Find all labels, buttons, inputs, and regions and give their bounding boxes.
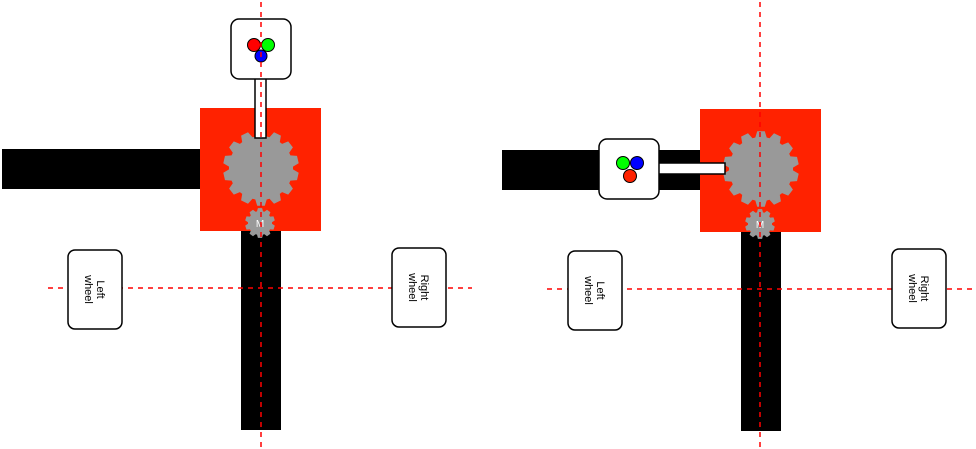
- rgb-sensor-box: [230, 18, 292, 80]
- diagram-left: M Left wheel Right wheel: [2, 2, 472, 447]
- right-wheel-label-line1: Right: [918, 276, 930, 302]
- diagram-right: M Left wheel Right wheel: [502, 2, 974, 447]
- left-wheel-label-line2: wheel: [582, 275, 594, 305]
- motor-gear-icon: [245, 208, 275, 238]
- gear-icon: [723, 131, 799, 207]
- left-wheel-label-line1: Left: [94, 280, 106, 298]
- motor-gear-shape: [245, 208, 275, 238]
- left-wheel-label-line2: wheel: [82, 274, 94, 304]
- right-wheel: Right wheel: [391, 247, 447, 328]
- sensor-arm: [655, 162, 726, 175]
- gear-icon: [223, 130, 299, 206]
- rgb-led-icon: [247, 38, 275, 63]
- left-wheel-label-line1: Left: [594, 281, 606, 299]
- gear-shape: [723, 131, 799, 207]
- left-wheel: Left wheel: [567, 250, 623, 331]
- rgb-led-icon: [616, 156, 644, 183]
- horizontal-beam: [2, 149, 222, 189]
- right-wheel-label-line2: wheel: [906, 273, 918, 303]
- right-wheel-label-line1: Right: [418, 275, 430, 301]
- rgb-sensor-box: [598, 138, 660, 200]
- right-wheel: Right wheel: [891, 248, 947, 329]
- left-wheel: Left wheel: [67, 249, 123, 330]
- motor-label: M: [256, 219, 264, 230]
- right-wheel-label-line2: wheel: [406, 272, 418, 302]
- vertical-beam: [741, 226, 781, 431]
- gear-shape: [223, 130, 299, 206]
